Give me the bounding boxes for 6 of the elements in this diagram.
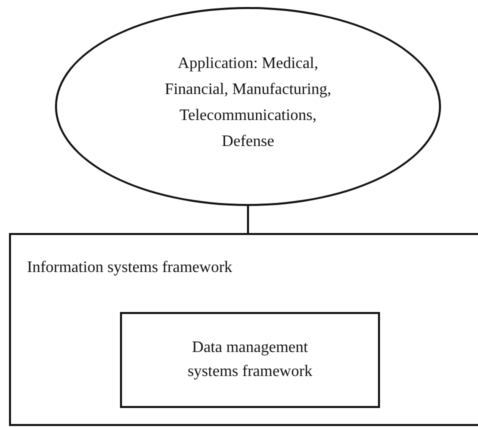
framework-container [9,233,478,426]
connector-line [247,206,249,233]
container-title: Information systems framework [27,258,232,278]
box-label: Data management systems framework [186,338,314,382]
ellipse-label: Application: Medical, Financial, Manufacturing, Telecommunications, Defense [164,54,332,152]
framework-box [120,312,380,408]
